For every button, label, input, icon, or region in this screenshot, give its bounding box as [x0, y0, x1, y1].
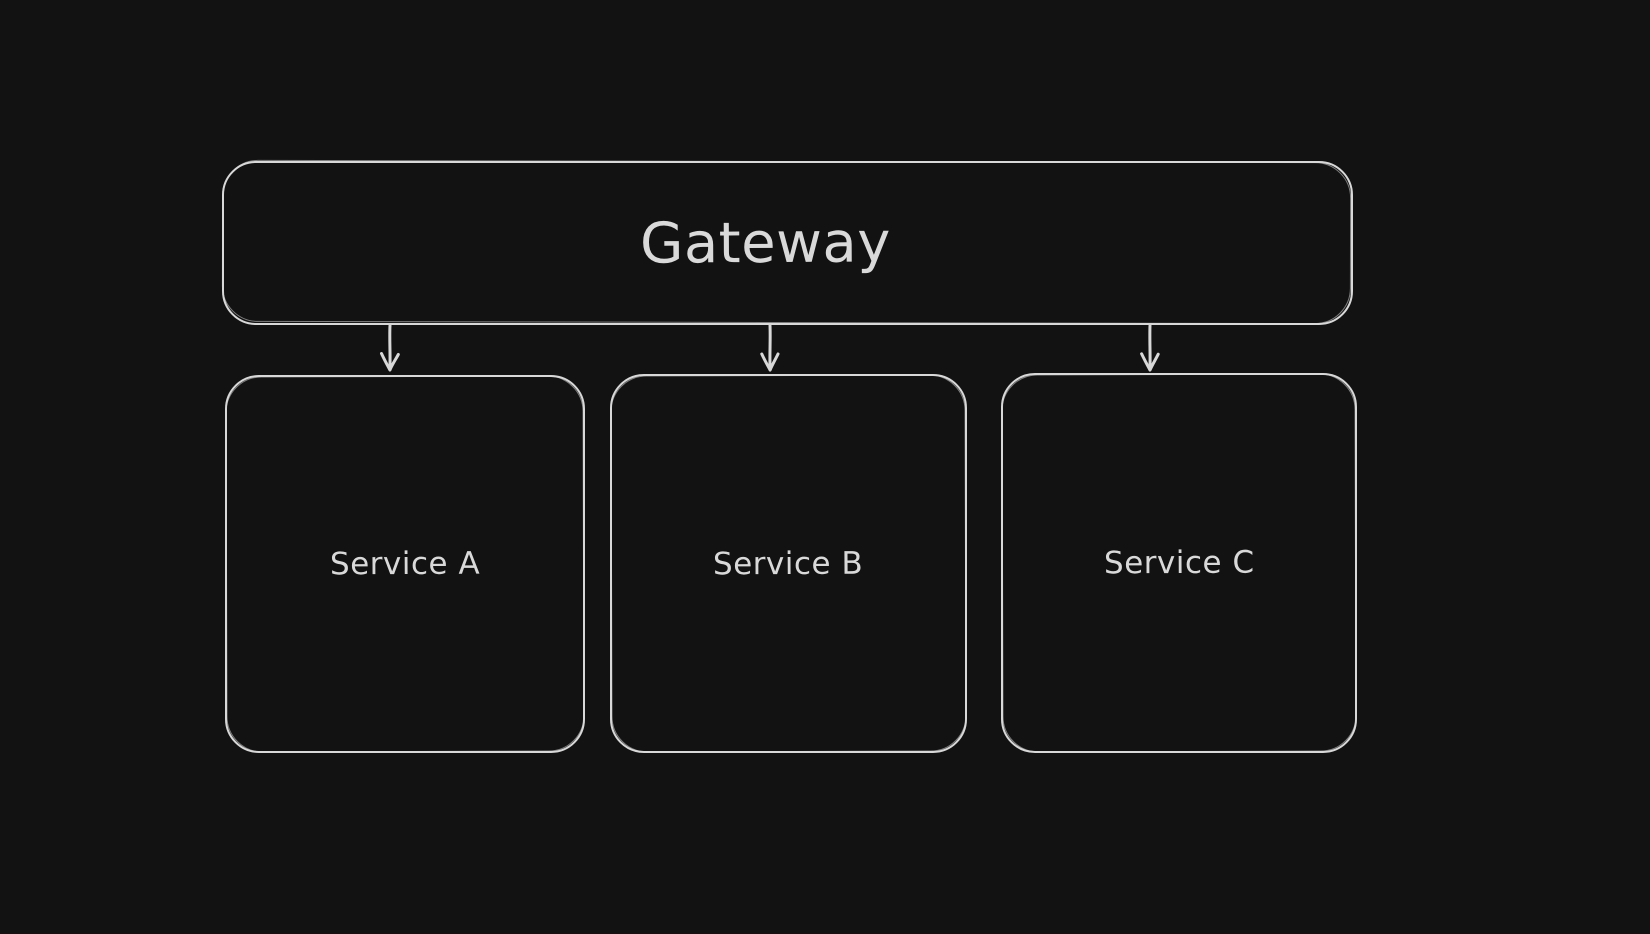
service-a-node-label: Service A [329, 545, 481, 583]
gateway-node-label: Gateway [639, 209, 891, 277]
arrowhead-down-icon [1140, 352, 1160, 372]
service-a-node[interactable]: Service A [225, 375, 585, 753]
arrowhead-down-icon [760, 352, 780, 372]
arrowhead-down-icon [380, 352, 400, 372]
service-c-node-label: Service C [1103, 544, 1255, 582]
gateway-node[interactable]: Gateway [222, 161, 1353, 325]
service-b-node-label: Service B [713, 545, 864, 582]
arrow-gateway-to-service-c[interactable] [1132, 324, 1168, 376]
service-c-node[interactable]: Service C [1001, 373, 1357, 753]
arrow-gateway-to-service-a[interactable] [372, 324, 408, 376]
arrow-gateway-to-service-b[interactable] [752, 324, 788, 376]
service-b-node[interactable]: Service B [610, 374, 967, 753]
